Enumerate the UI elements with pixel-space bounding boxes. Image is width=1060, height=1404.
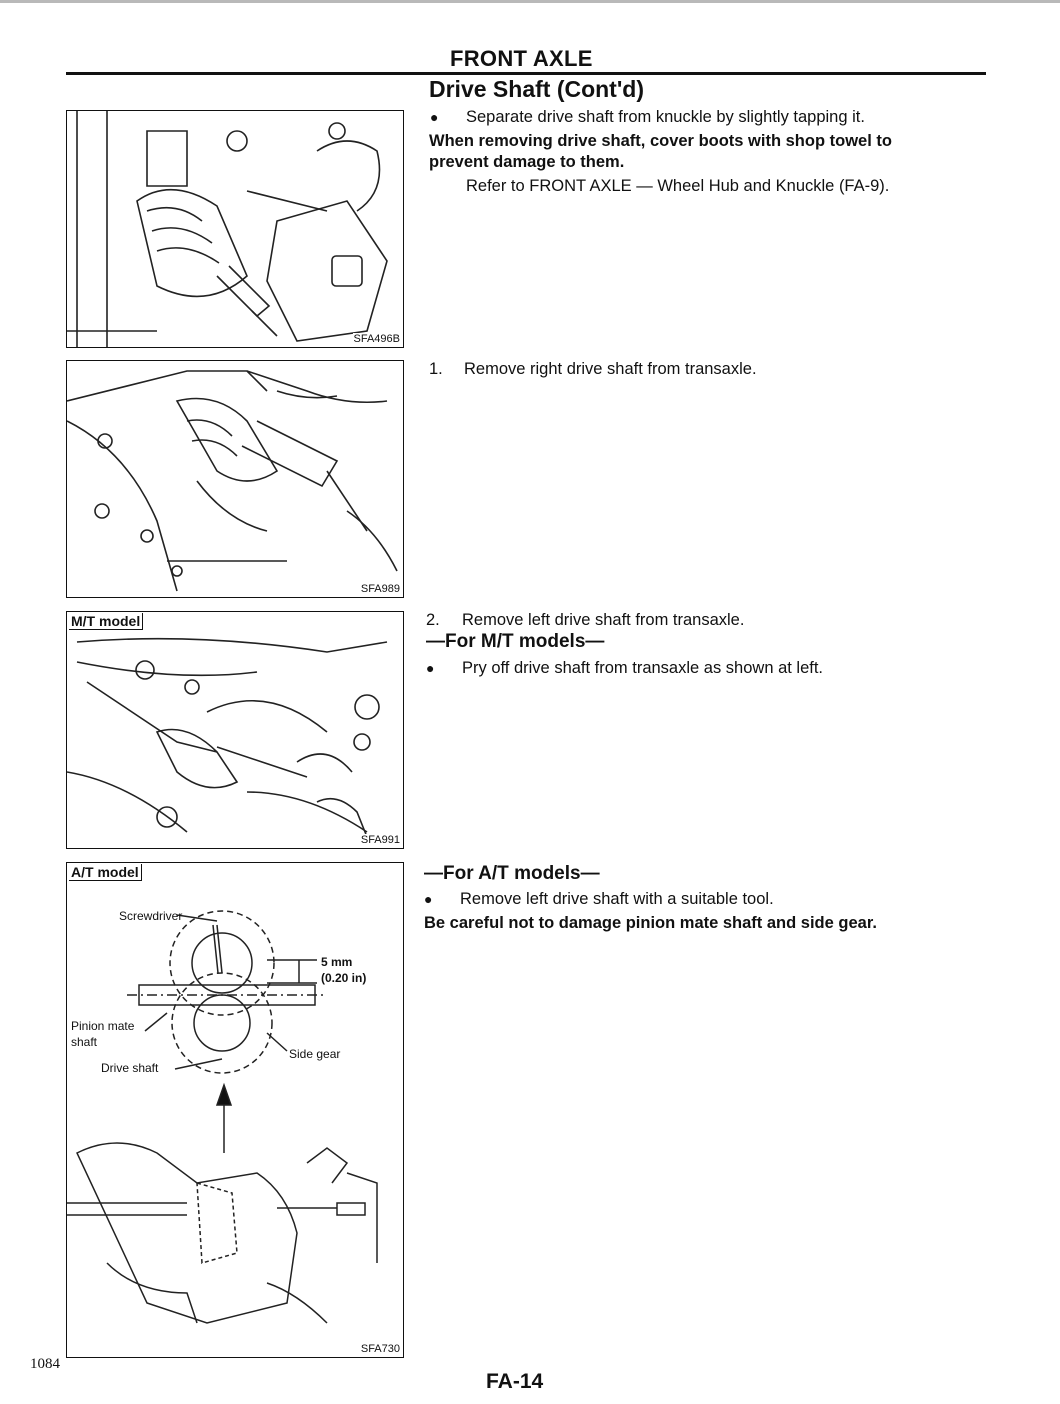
figure-model-label: A/T model xyxy=(69,864,142,881)
figure-right-shaft: SFA989 xyxy=(66,360,404,598)
page-subtitle: Drive Shaft (Cont'd) xyxy=(429,76,645,102)
step-text: Remove left drive shaft from transaxle. xyxy=(462,611,745,629)
caution-text: prevent damage to them. xyxy=(429,153,625,171)
caution-text: Be careful not to damage pinion mate sha… xyxy=(424,914,877,932)
figure-at-model: A/T model Screwdriver 5 mm (0.20 in) Pin… xyxy=(66,862,404,1358)
step-number: 2. xyxy=(426,611,440,629)
step-text: Pry off drive shaft from transaxle as sh… xyxy=(462,659,824,677)
figure-mt-model: M/T model SFA991 xyxy=(66,611,404,849)
figure-knuckle: SFA496B xyxy=(66,110,404,348)
dimension-in-label: (0.20 in) xyxy=(321,971,367,985)
figure-code: SFA989 xyxy=(359,583,401,595)
section-title: FRONT AXLE xyxy=(450,46,593,71)
reference-text: Refer to FRONT AXLE — Wheel Hub and Knuc… xyxy=(466,177,890,195)
step-text: Separate drive shaft from knuckle by sli… xyxy=(466,108,865,126)
pinion-mate-label: Pinion mate xyxy=(71,1019,135,1033)
scan-number: 1084 xyxy=(30,1356,60,1372)
mt-heading: —For M/T models— xyxy=(426,631,605,652)
step-number: 1. xyxy=(429,360,443,378)
figure-code: SFA496B xyxy=(352,333,401,345)
pinion-mate-label-2: shaft xyxy=(71,1035,98,1049)
at-heading: —For A/T models— xyxy=(424,863,600,884)
side-gear-label: Side gear xyxy=(289,1047,341,1061)
figure-code: SFA730 xyxy=(359,1343,401,1355)
drive-shaft-label: Drive shaft xyxy=(101,1061,159,1075)
step-text: Remove left drive shaft with a suitable … xyxy=(460,890,774,908)
header-rule xyxy=(66,72,986,75)
caution-text: When removing drive shaft, cover boots w… xyxy=(429,132,892,150)
mt-model-illustration xyxy=(67,637,388,838)
page-number: FA-14 xyxy=(486,1370,544,1393)
right-shaft-illustration xyxy=(67,370,398,592)
figure-model-label: M/T model xyxy=(69,613,144,630)
bullet-icon: ● xyxy=(430,109,439,125)
knuckle-illustration xyxy=(67,111,388,347)
step-text: Remove right drive shaft from transaxle. xyxy=(464,360,757,378)
top-border xyxy=(0,0,1060,3)
at-model-illustration xyxy=(67,910,378,1324)
dimension-mm-label: 5 mm xyxy=(321,955,353,969)
screwdriver-label: Screwdriver xyxy=(119,909,183,923)
bullet-icon: ● xyxy=(424,891,433,907)
figure-code: SFA991 xyxy=(359,834,401,846)
bullet-icon: ● xyxy=(426,660,435,676)
